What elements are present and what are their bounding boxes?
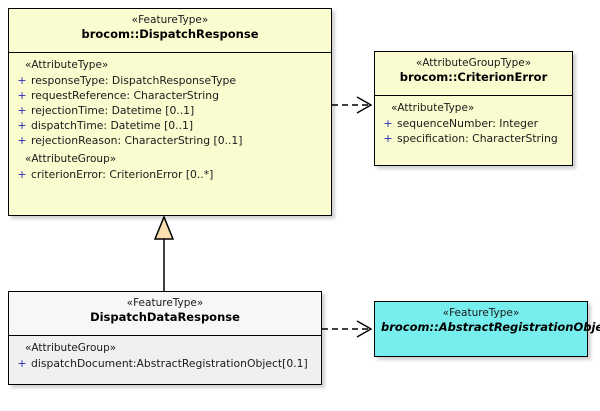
visibility-marker: + xyxy=(17,357,27,370)
class-header-dispatch-response: «FeatureType» brocom::DispatchResponse xyxy=(9,9,331,53)
attribute-group-label: «AttributeType» xyxy=(25,59,109,71)
attribute-row[interactable]: + sequenceNumber: Integer xyxy=(379,116,568,131)
visibility-marker: + xyxy=(17,119,27,132)
class-body-dispatch-response: «AttributeType» + responseType: Dispatch… xyxy=(9,53,331,187)
visibility-marker: + xyxy=(383,117,393,130)
class-body-dispatch-data-response: «AttributeGroup» + dispatchDocument:Abst… xyxy=(9,336,321,376)
class-name: brocom::AbstractRegistrationObject xyxy=(381,320,600,334)
class-box-dispatch-data-response[interactable]: «FeatureType» DispatchDataResponse «Attr… xyxy=(8,291,322,385)
class-stereotype: «FeatureType» xyxy=(126,297,204,309)
attribute-row[interactable]: + requestReference: CharacterString xyxy=(13,88,327,103)
attribute-row[interactable]: + responseType: DispatchResponseType xyxy=(13,73,327,88)
attribute-row[interactable]: + criterionError: CriterionError [0..*] xyxy=(13,167,327,182)
attribute-row[interactable]: + dispatchTime: Datetime [0..1] xyxy=(13,118,327,133)
class-header-criterion-error: «AttributeGroupType» brocom::CriterionEr… xyxy=(375,52,572,96)
attribute-row[interactable]: + dispatchDocument:AbstractRegistrationO… xyxy=(13,356,317,371)
attribute-text: responseType: DispatchResponseType xyxy=(31,74,236,87)
visibility-marker: + xyxy=(17,104,27,117)
visibility-marker: + xyxy=(17,74,27,87)
class-header-abstract-registration-object: «FeatureType» brocom::AbstractRegistrati… xyxy=(375,302,600,356)
class-header-dispatch-data-response: «FeatureType» DispatchDataResponse xyxy=(9,292,321,336)
dependency-dispatchresponse-to-criterionerror xyxy=(332,96,373,114)
visibility-marker: + xyxy=(17,89,27,102)
attribute-text: criterionError: CriterionError [0..*] xyxy=(31,168,214,181)
visibility-marker: + xyxy=(17,168,27,181)
attribute-text: dispatchTime: Datetime [0..1] xyxy=(31,119,194,132)
dependency-dispatchdataresponse-to-abstractregistrationobject xyxy=(322,320,373,338)
class-name: brocom::CriterionError xyxy=(399,70,548,84)
attribute-group-label: «AttributeType» xyxy=(391,102,475,114)
attribute-group-label: «AttributeGroup» xyxy=(25,153,117,165)
attribute-row[interactable]: + rejectionTime: Datetime [0..1] xyxy=(13,103,327,118)
attribute-text: sequenceNumber: Integer xyxy=(397,117,539,130)
class-stereotype: «AttributeGroupType» xyxy=(415,57,532,69)
class-stereotype: «FeatureType» xyxy=(131,14,209,26)
class-box-criterion-error[interactable]: «AttributeGroupType» brocom::CriterionEr… xyxy=(374,51,573,166)
class-name: brocom::DispatchResponse xyxy=(81,27,259,41)
class-box-dispatch-response[interactable]: «FeatureType» brocom::DispatchResponse «… xyxy=(8,8,332,216)
attribute-text: dispatchDocument:AbstractRegistrationObj… xyxy=(31,357,308,370)
attribute-text: rejectionTime: Datetime [0..1] xyxy=(31,104,195,117)
attribute-row[interactable]: + specification: CharacterString xyxy=(379,131,568,146)
attribute-group-label: «AttributeGroup» xyxy=(25,342,117,354)
attribute-text: specification: CharacterString xyxy=(397,132,558,145)
class-body-criterion-error: «AttributeType» + sequenceNumber: Intege… xyxy=(375,96,572,151)
visibility-marker: + xyxy=(383,132,393,145)
attribute-text: rejectionReason: CharacterString [0..1] xyxy=(31,134,243,147)
attribute-text: requestReference: CharacterString xyxy=(31,89,220,102)
attribute-row[interactable]: + rejectionReason: CharacterString [0..1… xyxy=(13,133,327,148)
class-name: DispatchDataResponse xyxy=(90,310,240,324)
generalization-dispatchdataresponse-to-dispatchresponse xyxy=(153,215,175,291)
class-stereotype: «FeatureType» xyxy=(442,307,520,319)
visibility-marker: + xyxy=(17,134,27,147)
class-box-abstract-registration-object[interactable]: «FeatureType» brocom::AbstractRegistrati… xyxy=(374,301,600,357)
